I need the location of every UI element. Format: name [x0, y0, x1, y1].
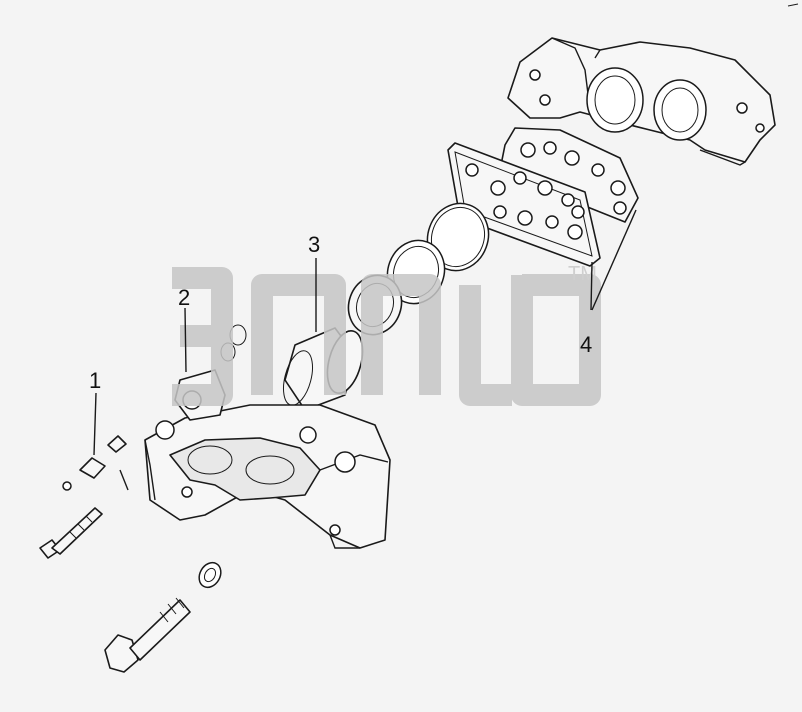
corner-mark	[787, 3, 799, 7]
outer-brake-pad	[499, 127, 639, 223]
lower-caliper-body	[144, 404, 391, 549]
washer	[198, 561, 222, 589]
leader-lines	[93, 209, 637, 456]
upper-caliper-housing	[507, 37, 776, 166]
callout-1: 1	[89, 368, 101, 393]
watermark-logo: TM	[172, 263, 601, 406]
caliper-piston	[283, 327, 364, 411]
callout-4: 4	[580, 332, 592, 357]
brake-backing-plate	[447, 142, 601, 267]
guide-bolt-long	[39, 507, 103, 559]
watermark-trademark: TM	[568, 263, 597, 285]
callout-3: 3	[308, 232, 320, 257]
callout-2: 2	[178, 285, 190, 310]
seal-ring-large	[426, 202, 490, 272]
mounting-bolt-large	[104, 597, 191, 673]
bleeder-screw	[62, 435, 129, 491]
